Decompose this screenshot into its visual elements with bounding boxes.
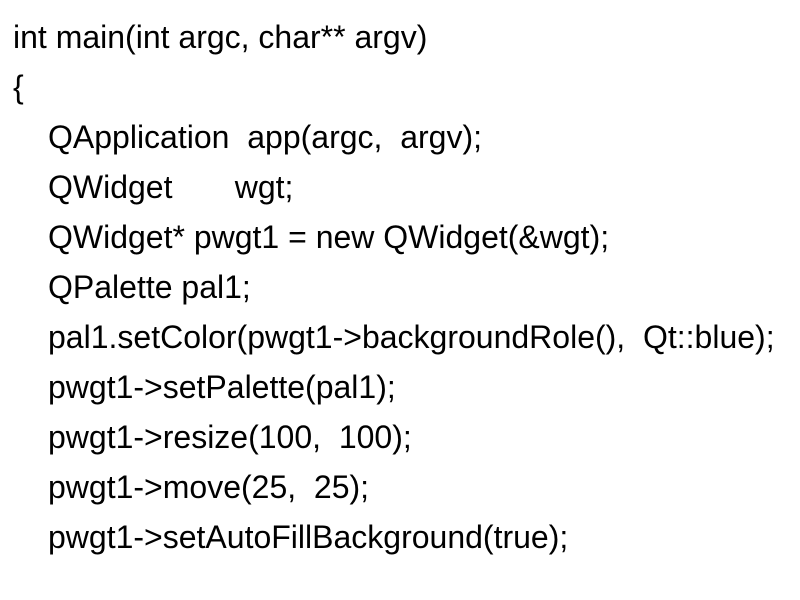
- code-line: QWidget* pwgt1 = new QWidget(&wgt);: [48, 219, 610, 255]
- code-line: QApplication app(argc, argv);: [48, 119, 482, 155]
- code-listing: int main(int argc, char** argv) { QAppli…: [13, 19, 775, 555]
- code-line: pwgt1->setAutoFillBackground(true);: [48, 519, 569, 555]
- code-line: pal1.setColor(pwgt1->backgroundRole(), Q…: [48, 319, 775, 355]
- code-line: pwgt1->resize(100, 100);: [48, 419, 412, 455]
- code-line: QPalette pal1;: [48, 269, 251, 305]
- code-line: int main(int argc, char** argv): [13, 19, 428, 55]
- code-line: pwgt1->setPalette(pal1);: [48, 369, 396, 405]
- code-line: {: [13, 69, 24, 105]
- code-line: pwgt1->move(25, 25);: [48, 469, 370, 505]
- code-line: QWidget wgt;: [48, 169, 294, 205]
